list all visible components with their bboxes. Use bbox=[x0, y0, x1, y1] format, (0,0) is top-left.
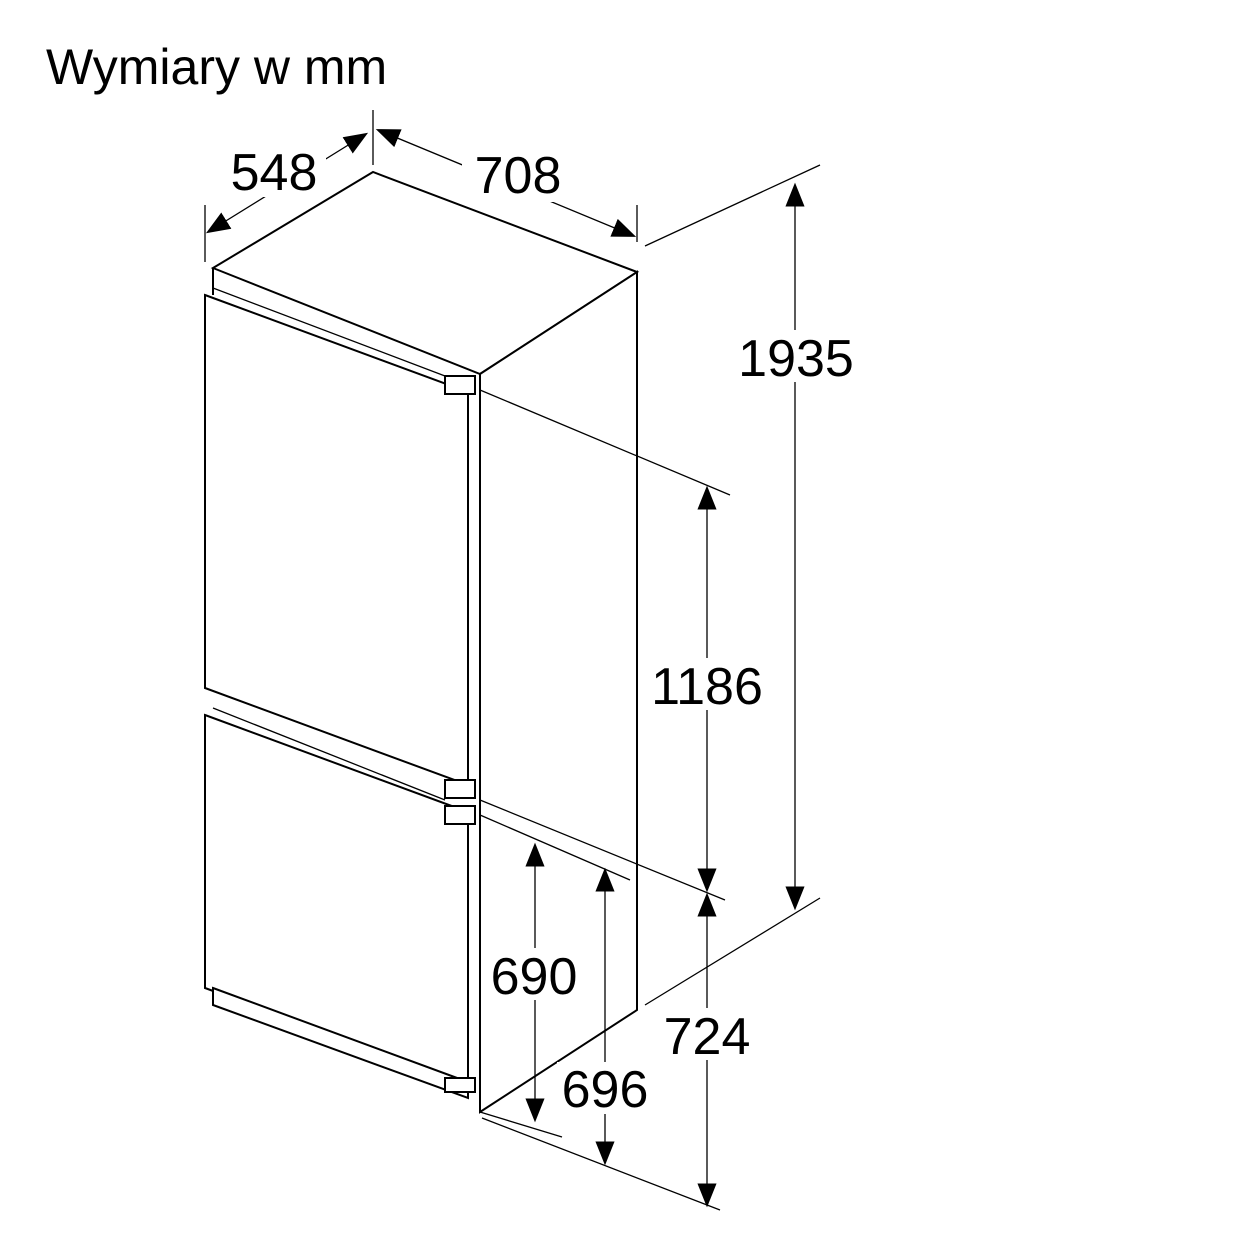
page-title: Wymiary w mm bbox=[46, 39, 388, 95]
upper-hinge bbox=[444, 375, 476, 395]
lower-hinge bbox=[444, 805, 476, 825]
lower-height-label: 724 bbox=[664, 1008, 751, 1066]
door-696-label: 696 bbox=[562, 1061, 649, 1119]
lower-door bbox=[204, 707, 476, 1100]
door-690-label: 690 bbox=[491, 948, 578, 1006]
middle-hinge bbox=[444, 779, 476, 799]
upper-door bbox=[204, 287, 476, 799]
upper-height-label: 1186 bbox=[651, 658, 763, 716]
width-label: 708 bbox=[475, 147, 562, 205]
bottom-hinge bbox=[444, 1077, 476, 1093]
total-height-label: 1935 bbox=[738, 330, 854, 388]
depth-label: 548 bbox=[231, 144, 318, 202]
